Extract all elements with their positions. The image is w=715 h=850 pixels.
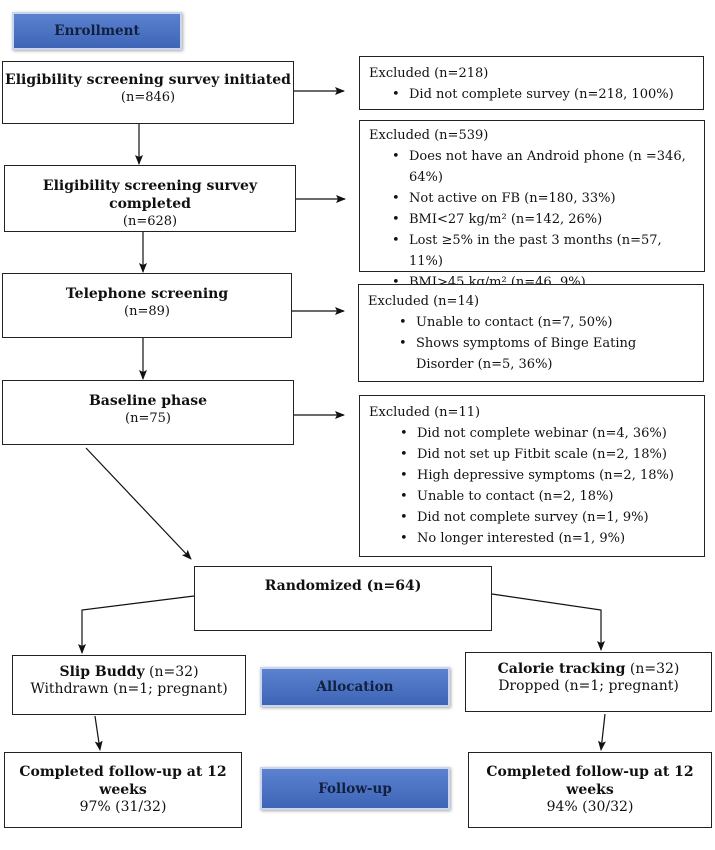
arm-name: Calorie tracking: [497, 661, 626, 677]
followup-title: Completed follow-up at 12 weeks: [486, 764, 694, 798]
stage-allocation: Allocation: [260, 667, 450, 707]
arrow-to-randomized: [85, 447, 192, 560]
box-excluded-1: Excluded (n=218) Did not complete survey…: [359, 56, 704, 110]
excluded-item: High depressive symptoms (n=2, 18%): [400, 465, 696, 486]
excluded-item: No longer interested (n=1, 9%): [400, 528, 696, 549]
arrow-right-followup: [598, 713, 606, 751]
arm-name: Slip Buddy: [59, 664, 145, 680]
box-excluded-4: Excluded (n=11) Did not complete webinar…: [359, 395, 705, 557]
excluded-item: Unable to contact (n=7, 50%): [399, 312, 695, 333]
excluded-item: Did not complete survey (n=1, 9%): [400, 507, 696, 528]
excluded-list: Did not complete survey (n=218, 100%): [369, 84, 695, 105]
excluded-item: Lost ≥5% in the past 3 months (n=57, 11%…: [392, 230, 696, 272]
box-baseline-phase: Baseline phase (n=75): [2, 380, 294, 445]
box-survey-completed: Eligibility screening survey completed (…: [4, 165, 296, 232]
box-randomized: Randomized (n=64): [194, 566, 492, 631]
box-count: (n=75): [125, 411, 171, 426]
excluded-item: Not active on FB (n=180, 33%): [392, 188, 696, 209]
excluded-header: Excluded (n=218): [369, 66, 489, 81]
excluded-item: Unable to contact (n=2, 18%): [400, 486, 696, 507]
excluded-header: Excluded (n=539): [369, 128, 489, 143]
stage-enrollment: Enrollment: [12, 12, 182, 50]
arrow-to-right-arm: [491, 593, 605, 651]
arm-count: (n=32): [149, 664, 199, 680]
box-arm-calorie-tracking: Calorie tracking (n=32) Dropped (n=1; pr…: [465, 652, 712, 712]
arm-note: Withdrawn (n=1; pregnant): [30, 681, 228, 697]
box-title: Eligibility screening survey completed: [42, 178, 258, 212]
excluded-item: Did not set up Fitbit scale (n=2, 18%): [400, 444, 696, 465]
box-count: (n=89): [124, 304, 170, 319]
followup-value: 97% (31/32): [79, 799, 167, 815]
box-excluded-3: Excluded (n=14) Unable to contact (n=7, …: [358, 284, 704, 382]
box-followup-calorie-tracking: Completed follow-up at 12 weeks 94% (30/…: [468, 752, 712, 828]
excluded-item: Did not complete webinar (n=4, 36%): [400, 423, 696, 444]
box-count: (n=628): [122, 214, 178, 229]
arm-heading: Slip Buddy (n=32): [13, 664, 245, 681]
excluded-list: Unable to contact (n=7, 50%) Shows sympt…: [368, 312, 695, 375]
box-title: Telephone screening: [65, 286, 229, 302]
excluded-item: Does not have an Android phone (n =346, …: [392, 146, 696, 188]
box-count: (n=846): [120, 90, 176, 105]
excluded-item: BMI<27 kg/m² (n=142, 26%): [392, 209, 696, 230]
arrow-to-left-arm: [78, 595, 195, 654]
excluded-header: Excluded (n=14): [368, 294, 480, 309]
stage-follow-up: Follow-up: [260, 767, 450, 810]
box-title: Baseline phase: [88, 393, 208, 409]
box-excluded-2: Excluded (n=539) Does not have an Androi…: [359, 120, 705, 293]
followup-value: 94% (30/32): [546, 799, 634, 815]
box-telephone-screening: Telephone screening (n=89): [2, 273, 292, 338]
box-followup-slip-buddy: Completed follow-up at 12 weeks 97% (31/…: [4, 752, 242, 828]
randomized-label: Randomized (n=64): [264, 578, 422, 594]
followup-title: Completed follow-up at 12 weeks: [19, 764, 227, 798]
arm-count: (n=32): [629, 661, 680, 677]
excluded-header: Excluded (n=11): [369, 405, 481, 420]
box-arm-slip-buddy: Slip Buddy (n=32) Withdrawn (n=1; pregna…: [12, 655, 246, 715]
arrow-left-followup: [94, 715, 103, 751]
excluded-item: Shows symptoms of Binge Eating Disorder …: [399, 333, 695, 375]
arm-note: Dropped (n=1; pregnant): [498, 678, 679, 694]
excluded-item: Did not complete survey (n=218, 100%): [392, 84, 695, 105]
arm-heading: Calorie tracking (n=32): [466, 661, 711, 678]
box-title: Eligibility screening survey initiated: [5, 72, 291, 88]
box-survey-initiated: Eligibility screening survey initiated (…: [2, 61, 294, 124]
excluded-list: Did not complete webinar (n=4, 36%) Did …: [369, 423, 696, 549]
